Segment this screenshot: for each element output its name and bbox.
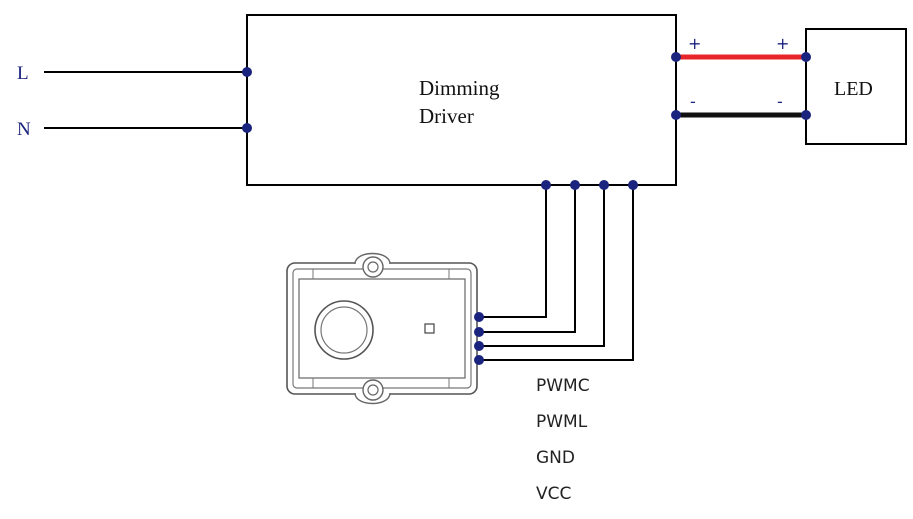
signal-wire-vcc [476,185,634,361]
signal-label-vcc: VCC [536,484,571,504]
driver-label-line1: Dimming [419,76,500,100]
input-label-l: L [17,63,29,84]
input-label-n: N [17,119,31,140]
driver-label-line2: Driver [419,104,474,128]
terminal-dot-led-negative [801,110,811,120]
terminal-dot-sensor-pwml [474,327,484,337]
terminal-dot-driver-negative [671,110,681,120]
terminal-dot-driver-positive [671,52,681,62]
terminal-dot-sensor-gnd [474,341,484,351]
sensor-module [286,252,478,405]
led-negative-mark: - [777,92,783,111]
terminal-dot-sensor-pwmc [474,312,484,322]
terminal-dot-driver-vcc [628,180,638,190]
terminal-dot-driver-gnd [599,180,609,190]
signal-label-gnd: GND [536,448,575,468]
signal-wire-gnd [476,185,605,347]
led-positive-mark: + [776,34,789,53]
terminal-dot-driver-pwmc [541,180,551,190]
driver-positive-mark: + [688,34,701,53]
terminal-dot-led-positive [801,52,811,62]
driver-negative-mark: - [690,92,696,111]
terminal-dots [242,52,811,365]
led-box [805,28,907,145]
terminal-dot-n [242,123,252,133]
sensor-indicator-square [424,323,435,334]
signal-label-pwmc: PWMC [536,376,590,396]
dimming-driver-box [246,14,677,186]
signal-wire-pwmc [476,185,547,318]
terminal-dot-l [242,67,252,77]
terminal-dot-driver-pwml [570,180,580,190]
sensor-lens-inner [320,306,368,354]
led-label: LED [834,78,873,100]
signal-wire-pwml [476,185,576,333]
signal-label-pwml: PWML [536,412,588,432]
bottom-mounting-hole-inner [367,384,379,396]
top-mounting-hole-inner [367,261,379,273]
terminal-dot-sensor-vcc [474,355,484,365]
